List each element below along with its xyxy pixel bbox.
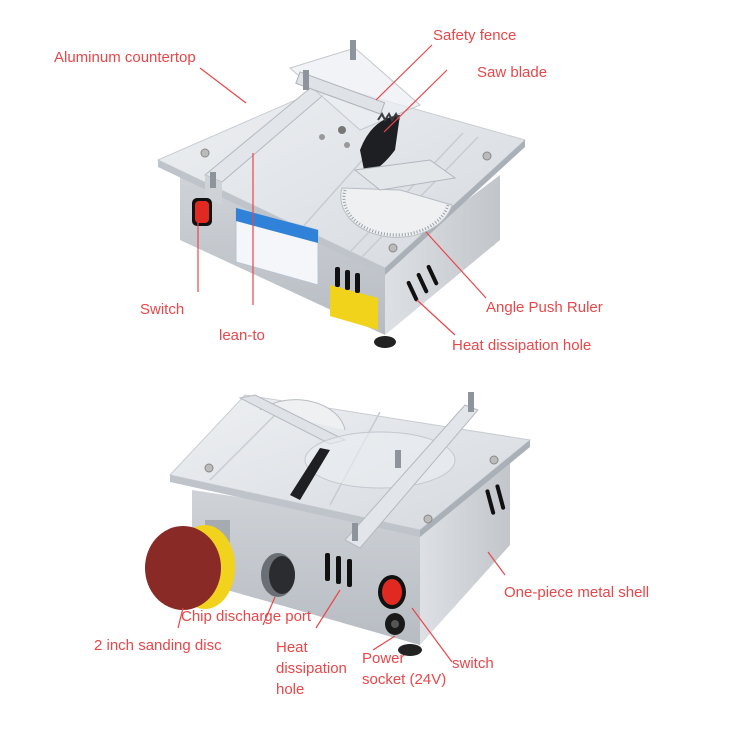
label-lean-to: lean-to: [219, 327, 265, 344]
label-saw-blade: Saw blade: [477, 64, 548, 81]
label-power-socket-2: socket (24V): [362, 671, 447, 688]
bottom-annotation-lines: [177, 551, 506, 663]
label-heat-dissipation-3: hole: [276, 681, 305, 698]
label-heat-dissipation-2: dissipation: [276, 660, 347, 677]
safety-fence: [289, 47, 421, 131]
bottom-switch: [382, 579, 402, 605]
label-one-piece-metal-shell: One-piece metal shell: [504, 584, 650, 601]
top-saw-device: [156, 40, 527, 348]
one-piece-metal-shell: [420, 455, 510, 645]
label-angle-push-ruler: Angle Push Ruler: [486, 299, 603, 316]
angle-push-ruler: [340, 187, 453, 238]
label-aluminum-countertop: Aluminum countertop: [54, 49, 196, 66]
label-heat-dissipation-1: Heat: [276, 639, 308, 656]
label-chip-discharge-port: Chip discharge port: [181, 608, 312, 625]
top-switch: [195, 201, 209, 223]
label-switch-top: Switch: [140, 301, 185, 318]
label-switch-bottom: switch: [452, 655, 494, 672]
sanding-disc: [145, 526, 221, 610]
label-safety-fence: Safety fence: [433, 27, 517, 44]
top-annotation-lines: [197, 44, 487, 336]
bottom-saw-device: [145, 392, 532, 656]
bottom-saw-blade: [290, 448, 330, 500]
saw-blade: [360, 115, 400, 175]
label-sanding-disc: 2 inch sanding disc: [94, 637, 222, 654]
label-heat-dissipation-hole-top: Heat dissipation hole: [452, 337, 592, 354]
label-power-socket-1: Power: [362, 650, 405, 667]
